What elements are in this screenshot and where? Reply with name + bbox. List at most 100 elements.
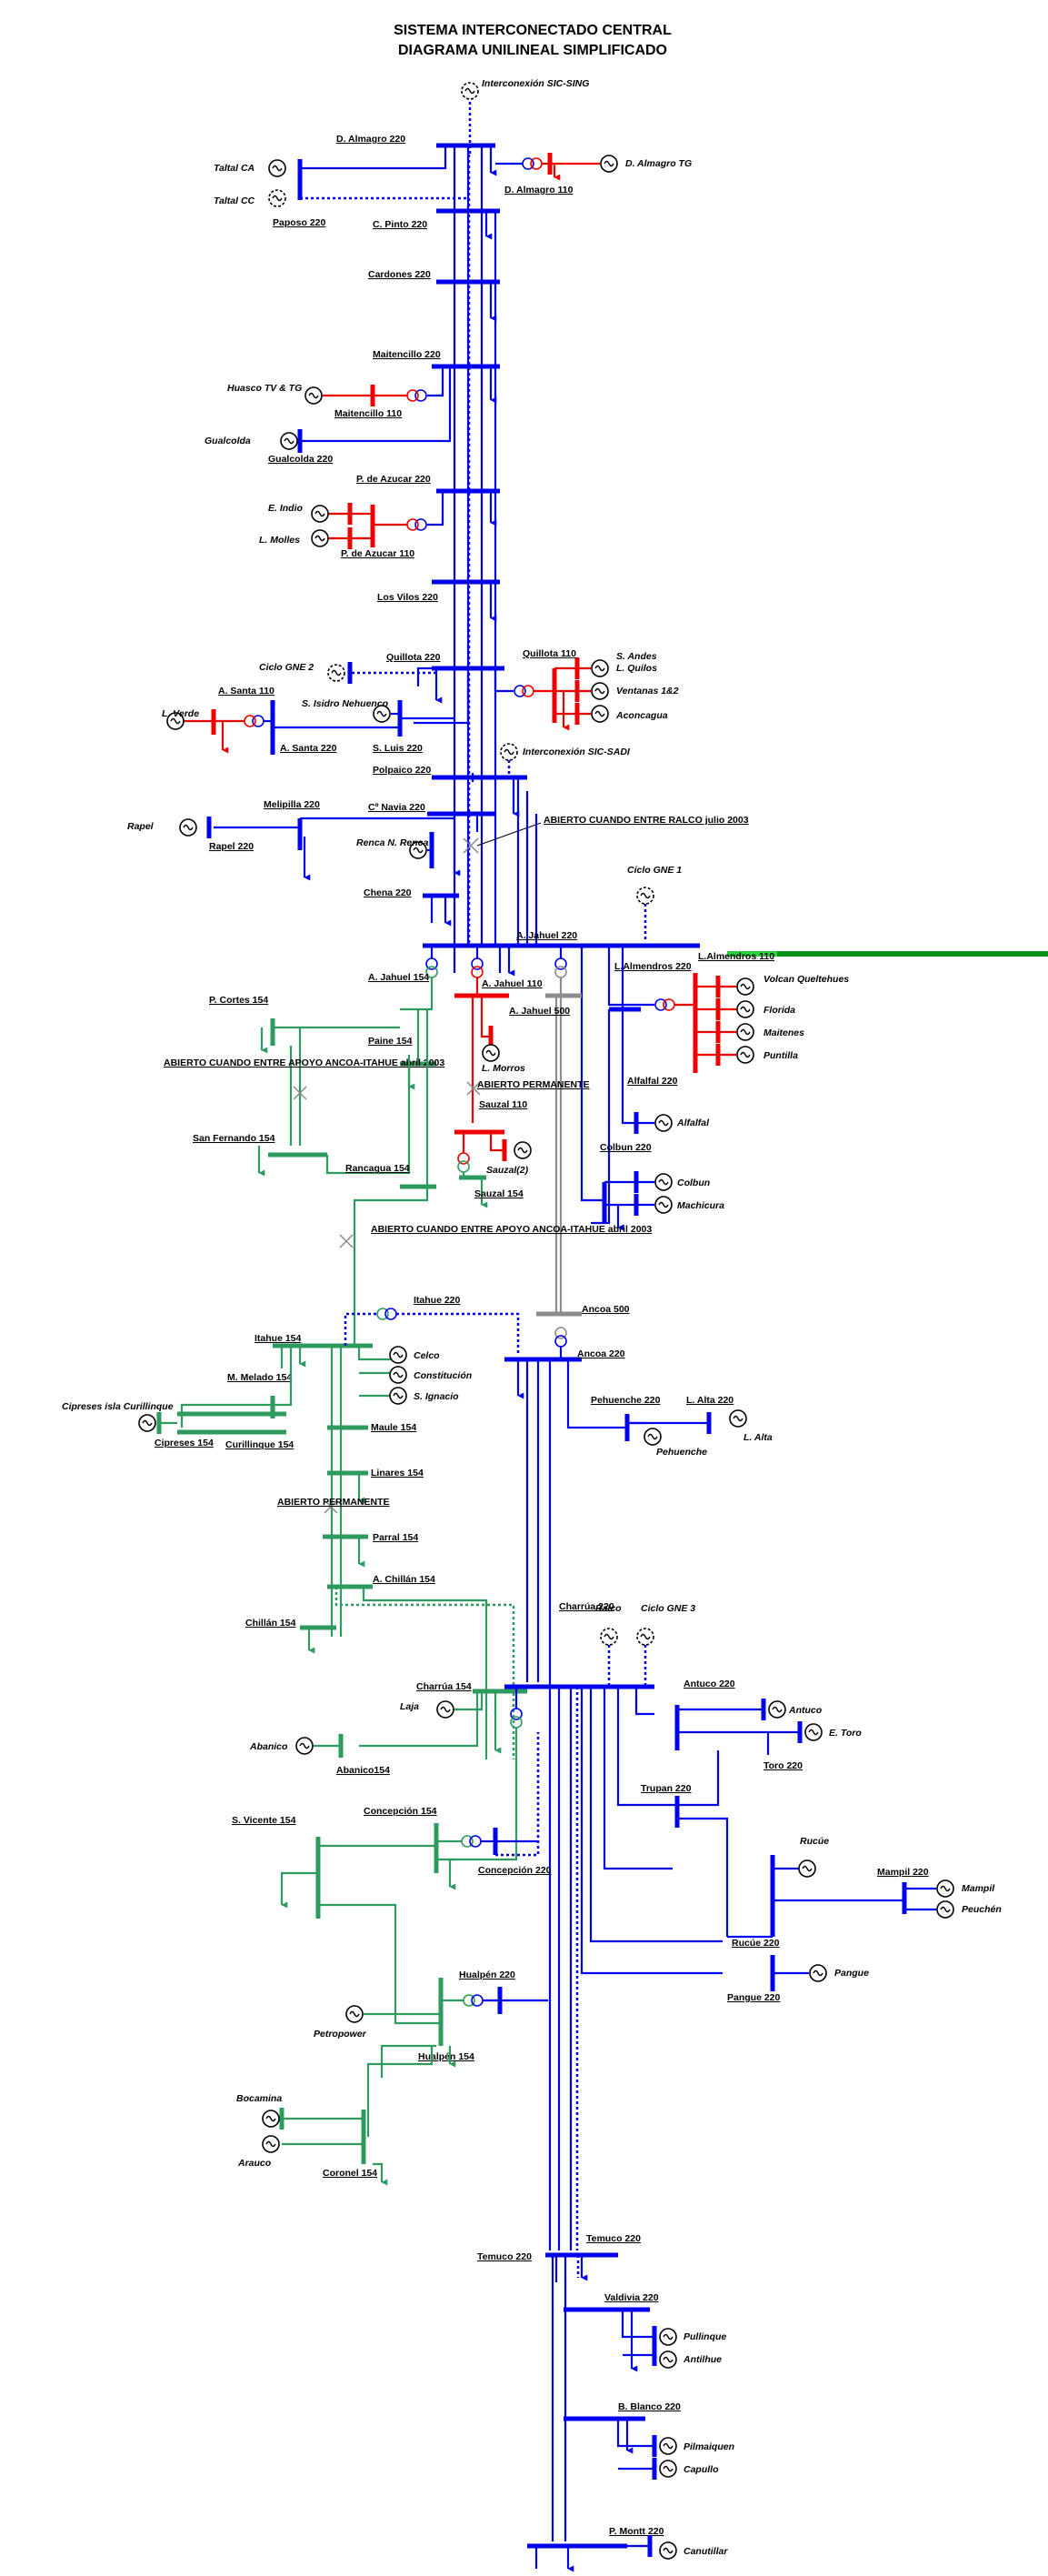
- svg-text:ABIERTO CUANDO ENTRE APOYO ANC: ABIERTO CUANDO ENTRE APOYO ANCOA-ITAHUE …: [164, 1057, 444, 1068]
- svg-text:Capullo: Capullo: [684, 2464, 719, 2475]
- svg-text:A. Jahuel 500: A. Jahuel 500: [509, 1006, 570, 1017]
- svg-text:Antilhue: Antilhue: [683, 2354, 722, 2365]
- svg-text:Alfalfal: Alfalfal: [676, 1118, 710, 1128]
- svg-text:ABIERTO CUANDO ENTRE RALCO jul: ABIERTO CUANDO ENTRE RALCO julio 2003: [544, 815, 749, 826]
- svg-text:Pehuenche: Pehuenche: [656, 1447, 707, 1458]
- svg-text:Taltal CA: Taltal CA: [214, 163, 255, 174]
- svg-text:Maitencillo 110: Maitencillo 110: [334, 408, 402, 419]
- svg-text:Temuco 220: Temuco 220: [586, 2233, 641, 2244]
- svg-text:Itahue 154: Itahue 154: [255, 1333, 302, 1344]
- bus-melipilla-220: Rapel Rapel 220 Melipilla 220: [127, 799, 454, 881]
- bus-c-pinto-220: C. Pinto 220: [373, 208, 500, 240]
- svg-text:Colbun: Colbun: [677, 1178, 710, 1188]
- svg-text:Rancagua 154: Rancagua 154: [345, 1163, 410, 1174]
- svg-text:Trupan 220: Trupan 220: [641, 1783, 692, 1794]
- svg-text:Abanico: Abanico: [249, 1741, 288, 1752]
- svg-text:Chena 220: Chena 220: [364, 887, 412, 898]
- bus-cardones-220: Cardones 220: [368, 269, 500, 322]
- svg-text:Pehuenche 220: Pehuenche 220: [591, 1395, 661, 1406]
- svg-text:Cipreses 154: Cipreses 154: [155, 1438, 214, 1448]
- open-switch-ralco: ABIERTO CUANDO ENTRE RALCO julio 2003: [463, 815, 749, 854]
- svg-text:E. Toro: E. Toro: [829, 1728, 862, 1739]
- bus-coronel-154: Coronel 154 Bocamina Arauco: [236, 2093, 388, 2186]
- svg-text:S. Vicente 154: S. Vicente 154: [232, 1815, 296, 1826]
- svg-text:C. Pinto 220: C. Pinto 220: [373, 219, 427, 230]
- svg-text:Sauzal(2): Sauzal(2): [486, 1165, 529, 1176]
- bus-trupan-220: Trupan 220: [641, 1750, 729, 1937]
- bus-p-montt-220: P. Montt 220 Canutillar: [527, 2526, 728, 2569]
- svg-text:Volcan Queltehues: Volcan Queltehues: [764, 974, 849, 985]
- svg-text:Cº Navia 220: Cº Navia 220: [368, 802, 425, 813]
- ciclo-gne1: Ciclo GNE 1: [516, 777, 682, 946]
- svg-text:Cipreses isla Curillinque: Cipreses isla Curillinque: [62, 1401, 174, 1412]
- bus-charrua-220: Charrúa 220 Ralco Ciclo GNE 3: [504, 1601, 723, 2250]
- bus-alfalfal: Alfalfal Alfalfal 220: [621, 946, 710, 1134]
- bus-maitencillo-220: Maitencillo 220 Huasco TV & TG Maitencil…: [205, 349, 500, 465]
- svg-text:Pangue 220: Pangue 220: [727, 1992, 781, 2003]
- svg-text:Abanico154: Abanico154: [336, 1765, 390, 1776]
- svg-text:Peuchén: Peuchén: [962, 1904, 1002, 1915]
- svg-text:Renca N. Renca: Renca N. Renca: [356, 837, 429, 848]
- svg-text:E. Indio: E. Indio: [268, 503, 304, 514]
- svg-text:Itahue 220: Itahue 220: [414, 1295, 461, 1306]
- bus-colbun: Colbun Machicura Colbun 220: [580, 946, 724, 1231]
- svg-text:Ventanas 1&2: Ventanas 1&2: [616, 686, 679, 697]
- svg-text:Temuco 220: Temuco 220: [477, 2251, 532, 2262]
- bus-a-santa: L. Verde A. Santa 110 A. Santa 220: [162, 686, 454, 755]
- svg-text:ABIERTO PERMANENTE: ABIERTO PERMANENTE: [277, 1497, 389, 1508]
- svg-text:Interconexión SIC-SING: Interconexión SIC-SING: [482, 78, 589, 89]
- svg-text:Maule 154: Maule 154: [371, 1422, 416, 1433]
- svg-text:Concepción 154: Concepción 154: [364, 1806, 437, 1817]
- svg-text:Rapel: Rapel: [127, 821, 155, 832]
- svg-text:Hualpén 220: Hualpén 220: [459, 1970, 515, 1980]
- bus-s-luis-220: S. Isidro Nehuenco S. Luis 220: [302, 698, 423, 754]
- svg-text:Ancoa 500: Ancoa 500: [582, 1304, 630, 1315]
- bus-quillota-110: Quillota 110: [523, 648, 576, 659]
- bus-d-almagro-110: D. Almagro 110: [504, 185, 574, 195]
- svg-text:Antuco 220: Antuco 220: [684, 1679, 735, 1689]
- bus-antuco-220: Antuco 220 Antuco E. Toro Toro 220: [674, 1679, 862, 1771]
- svg-text:M. Melado 154: M. Melado 154: [227, 1372, 292, 1383]
- bus-chena-220: Chena 220: [364, 887, 459, 923]
- svg-text:Mampil: Mampil: [962, 1883, 995, 1894]
- svg-text:B. Blanco 220: B. Blanco 220: [618, 2401, 681, 2412]
- bus-l-almendros: L.Almendros 220 L.Almendros 110 Volcan Q…: [591, 946, 1048, 1225]
- svg-text:Linares 154: Linares 154: [371, 1468, 424, 1478]
- svg-text:Chillán 154: Chillán 154: [245, 1618, 296, 1629]
- svg-text:Celco: Celco: [414, 1350, 440, 1361]
- svg-text:Florida: Florida: [764, 1005, 795, 1016]
- svg-text:Laja: Laja: [400, 1701, 419, 1712]
- svg-text:Hualpén 154: Hualpén 154: [418, 2051, 474, 2062]
- svg-text:Ralco: Ralco: [595, 1603, 622, 1614]
- svg-text:P. Montt 220: P. Montt 220: [609, 2526, 664, 2537]
- svg-text:Curillinque 154: Curillinque 154: [225, 1439, 294, 1450]
- svg-text:Polpaico 220: Polpaico 220: [373, 765, 431, 776]
- bus-los-vilos-220: Los Vilos 220: [377, 579, 500, 622]
- svg-text:Maitenes: Maitenes: [764, 1027, 804, 1038]
- svg-text:Arauco: Arauco: [237, 2158, 272, 2169]
- bus-ancoa-220: Ancoa 220 Pehuenche L. Alta Pehuenche 22…: [504, 1346, 773, 1682]
- svg-text:Ancoa 220: Ancoa 220: [577, 1348, 625, 1359]
- svg-text:Interconexión SIC-SADI: Interconexión SIC-SADI: [523, 747, 631, 757]
- svg-text:P. de Azucar 220: P. de Azucar 220: [356, 474, 431, 485]
- svg-text:Sauzal 154: Sauzal 154: [474, 1188, 524, 1199]
- svg-text:Pilmaiquen: Pilmaiquen: [684, 2441, 734, 2452]
- svg-text:P. Cortes 154: P. Cortes 154: [209, 995, 268, 1006]
- svg-text:Sauzal 110: Sauzal 110: [479, 1099, 527, 1110]
- svg-text:L. Morros: L. Morros: [482, 1063, 525, 1074]
- svg-text:S. Andes: S. Andes: [616, 651, 657, 662]
- svg-text:Toro 220: Toro 220: [764, 1760, 803, 1771]
- interconexion-sic-sing: Interconexión SIC-SING: [461, 78, 589, 100]
- green-154-system: P. Cortes 154 Paine 154 ABIERTO CUANDO E…: [62, 995, 652, 1759]
- svg-text:A. Jahuel 154: A. Jahuel 154: [368, 972, 429, 983]
- svg-text:A. Chillán 154: A. Chillán 154: [373, 1574, 435, 1585]
- bus-a-jahuel-500: A. Jahuel 500 Ancoa 500: [509, 946, 630, 1348]
- svg-text:Aconcagua: Aconcagua: [615, 710, 668, 721]
- svg-text:Huasco TV & TG: Huasco TV & TG: [227, 383, 302, 394]
- bus-s-vicente-154: S. Vicente 154: [232, 1815, 441, 2025]
- north-trunk-lines: [453, 91, 497, 946]
- svg-text:Canutillar: Canutillar: [684, 2546, 728, 2557]
- bus-valdivia-220: Valdivia 220 Pullinque Antilhue: [564, 2292, 726, 2372]
- svg-text:Coronel 154: Coronel 154: [323, 2168, 377, 2179]
